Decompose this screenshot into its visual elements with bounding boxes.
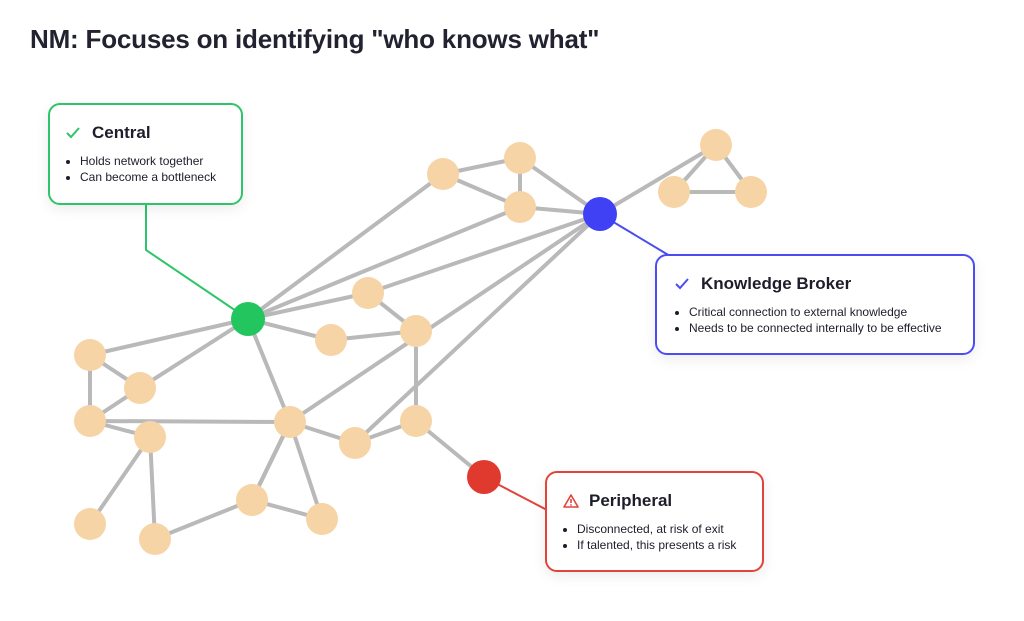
callout-central-bullet: Holds network together	[80, 153, 223, 169]
network-node-broker	[583, 197, 617, 231]
network-node-central	[231, 302, 265, 336]
network-edge	[246, 172, 445, 321]
warning-icon	[563, 494, 583, 508]
network-edge	[246, 205, 522, 321]
callout-knowledge-broker: Knowledge Broker Critical connection to …	[655, 254, 975, 355]
callout-broker-title: Knowledge Broker	[701, 274, 852, 293]
network-node	[74, 405, 106, 437]
callout-broker-bullet: Needs to be connected internally to be e…	[689, 320, 955, 336]
network-node	[306, 503, 338, 535]
network-edge	[246, 317, 292, 424]
callout-peripheral-title: Peripheral	[589, 491, 673, 510]
network-edge	[366, 212, 602, 295]
network-node	[658, 176, 690, 208]
network-edge	[153, 498, 254, 541]
network-node	[236, 484, 268, 516]
callout-peripheral: Peripheral Disconnected, at risk of exit…	[545, 471, 764, 572]
callout-central: Central Holds network together Can becom…	[48, 103, 243, 205]
network-node	[134, 421, 166, 453]
network-edge	[138, 317, 250, 390]
callout-central-bullets: Holds network together Can become a bott…	[66, 153, 223, 185]
callout-central-title: Central	[92, 123, 151, 142]
network-node	[427, 158, 459, 190]
network-edge	[246, 291, 370, 321]
network-edge	[598, 143, 718, 216]
callout-broker-bullet: Critical connection to external knowledg…	[689, 304, 955, 320]
network-nodes	[74, 129, 767, 555]
network-node	[74, 508, 106, 540]
network-node	[400, 315, 432, 347]
network-edge	[88, 317, 250, 357]
network-edge	[288, 212, 602, 424]
callout-peripheral-bullet: If talented, this presents a risk	[577, 537, 744, 553]
callout-central-bullet: Can become a bottleneck	[80, 169, 223, 185]
callout-broker-bullets: Critical connection to external knowledg…	[675, 304, 955, 336]
network-node	[504, 191, 536, 223]
callout-peripheral-bullets: Disconnected, at risk of exit If talente…	[563, 521, 744, 553]
network-edge	[148, 435, 157, 541]
network-node	[504, 142, 536, 174]
network-node	[700, 129, 732, 161]
connector-central	[145, 205, 249, 320]
network-node	[735, 176, 767, 208]
network-node	[124, 372, 156, 404]
network-edge	[353, 212, 602, 445]
network-node-peripheral	[467, 460, 501, 494]
network-node	[315, 324, 347, 356]
page-title: NM: Focuses on identifying "who knows wh…	[30, 24, 600, 54]
network-edge	[88, 435, 152, 526]
network-node	[352, 277, 384, 309]
network-node	[274, 406, 306, 438]
network-node	[74, 339, 106, 371]
network-node	[339, 427, 371, 459]
network-node	[139, 523, 171, 555]
network-node	[400, 405, 432, 437]
network-edge	[88, 419, 292, 424]
network-edge	[288, 420, 324, 521]
check-icon	[675, 278, 695, 290]
check-icon	[66, 127, 86, 139]
callout-peripheral-bullet: Disconnected, at risk of exit	[577, 521, 744, 537]
